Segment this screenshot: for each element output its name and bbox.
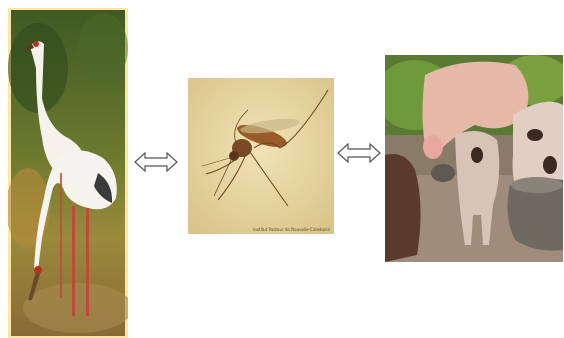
- pigs-photo: [385, 55, 563, 262]
- crane-photo: [8, 8, 128, 338]
- double-arrow-icon: [337, 142, 381, 164]
- mosquito-image: [188, 78, 334, 234]
- crane-image: [8, 8, 128, 338]
- photo-credit: Institut Pasteur de Nouvelle-Caledonie: [253, 227, 330, 232]
- mosquito-photo: Institut Pasteur de Nouvelle-Caledonie: [188, 78, 334, 234]
- pigs-image: [385, 55, 563, 262]
- double-arrow-icon: [134, 151, 178, 173]
